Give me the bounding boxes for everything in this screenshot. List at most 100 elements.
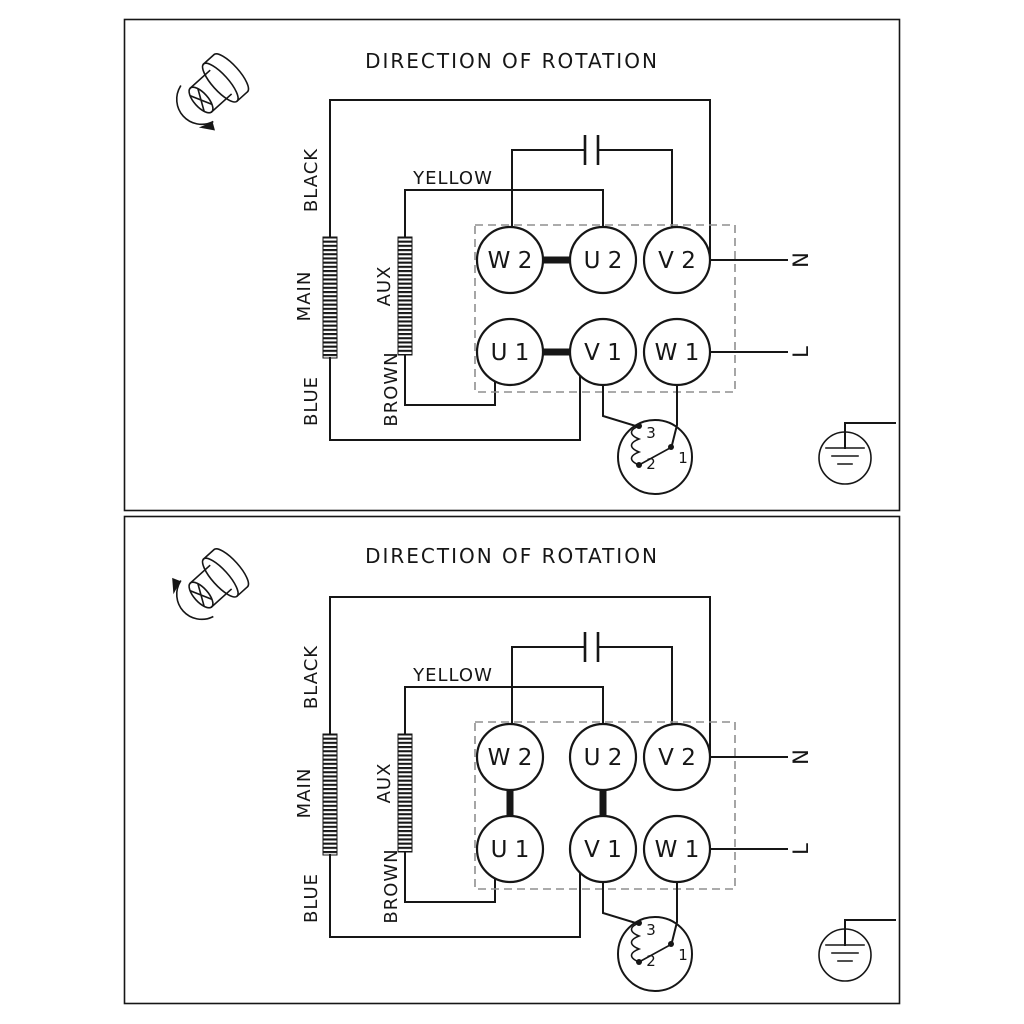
terminal-u1-label: U 1 <box>491 340 530 366</box>
thermal-lead-w1 <box>670 881 678 944</box>
thermal-switch-outline <box>617 419 693 495</box>
terminal-board-outline <box>474 721 736 890</box>
capacitor-lead-left <box>511 149 586 228</box>
capacitor-lead-right <box>597 149 673 229</box>
thermal-switch-blade <box>637 446 672 467</box>
panel-rotation-direction-1: DIRECTION OF ROTATION <box>123 18 901 512</box>
label-brown: BROWN <box>381 351 402 426</box>
label-line: L <box>789 346 813 358</box>
thermal-contact-2-label: 2 <box>646 455 656 473</box>
ground-circle <box>818 431 872 485</box>
rotation-arrow-arc <box>176 580 214 621</box>
ground-lead <box>844 919 896 946</box>
thermal-coil-icon <box>630 921 642 964</box>
wire-brown <box>404 354 496 406</box>
label-line: L <box>789 843 813 855</box>
thermal-coil-icon <box>630 424 642 467</box>
capacitor-lead-left <box>511 646 586 725</box>
shaft-body <box>189 69 233 114</box>
panel-title: DIRECTION OF ROTATION <box>365 544 659 568</box>
terminal-v2 <box>642 225 712 295</box>
shaft-face-x-mark <box>189 88 213 112</box>
terminal-u1-label: U 1 <box>491 837 530 863</box>
wiring-diagram-bottom: DIRECTION OF ROTATION <box>123 515 901 1005</box>
terminal-w1-label: W 1 <box>655 340 700 366</box>
terminal-v2-label: V 2 <box>658 248 696 274</box>
label-aux: AUX <box>374 266 395 307</box>
thermal-contact-dot-3 <box>636 920 642 926</box>
terminal-u2-label: U 2 <box>584 248 623 274</box>
terminal-w2 <box>475 225 545 295</box>
wiring-diagram-top: DIRECTION OF ROTATION <box>123 18 901 512</box>
terminal-w2 <box>475 722 545 792</box>
rotation-arrow-head-icon <box>198 121 215 131</box>
terminal-u2-label: U 2 <box>584 745 623 771</box>
wire-yellow <box>404 189 604 238</box>
panel-rotation-direction-2: DIRECTION OF ROTATION <box>123 515 901 1005</box>
aux-winding-coil <box>397 733 413 853</box>
thermal-switch-outline <box>617 916 693 992</box>
thermal-contact-dot-1 <box>668 941 674 947</box>
thermal-contact-dot-3 <box>636 423 642 429</box>
ground-bars-icon <box>825 447 865 465</box>
wire-black <box>329 99 711 261</box>
main-winding-coil <box>322 236 338 359</box>
panel-border <box>123 18 901 512</box>
terminal-w1-label: W 1 <box>655 837 700 863</box>
thermal-contact-dot-2 <box>636 462 642 468</box>
ground-circle <box>818 928 872 982</box>
thermal-overload-switch: 3 2 1 <box>602 881 693 992</box>
label-neutral: N <box>789 749 813 765</box>
motor-flange <box>201 557 239 598</box>
terminal-u1 <box>475 317 545 387</box>
capacitor-icon <box>583 135 600 165</box>
wire-blue <box>329 357 581 441</box>
label-black: BLACK <box>301 645 322 709</box>
thermal-switch-blade <box>637 943 672 964</box>
terminal-u1 <box>475 814 545 884</box>
thermal-overload-switch: 3 2 1 <box>602 384 693 495</box>
wire-brown <box>404 851 496 903</box>
main-winding-coil <box>322 733 338 856</box>
label-main: MAIN <box>294 768 315 819</box>
capacitor-icon <box>583 632 600 662</box>
terminal-v1-label: V 1 <box>584 340 622 366</box>
earth-ground-symbol <box>818 422 896 485</box>
thermal-lead-v1 <box>602 384 641 429</box>
rotation-arrow-head-icon <box>172 577 181 595</box>
ground-lead <box>844 422 896 449</box>
label-brown: BROWN <box>381 848 402 923</box>
rotation-arrow-arc <box>176 85 214 126</box>
thermal-lead-w1 <box>670 384 678 447</box>
label-main: MAIN <box>294 271 315 322</box>
motor-shaft-icon <box>176 53 250 131</box>
thermal-contact-3-label: 3 <box>646 424 656 442</box>
ground-bars-icon <box>825 944 865 962</box>
shaft-face <box>188 581 214 609</box>
motor-back <box>202 548 250 598</box>
thermal-contact-dot-1 <box>668 444 674 450</box>
label-blue: BLUE <box>301 873 322 923</box>
thermal-contact-dot-2 <box>636 959 642 965</box>
shaft-body <box>189 564 233 609</box>
capacitor-lead-right <box>597 646 673 726</box>
label-aux: AUX <box>374 763 395 804</box>
motor-shaft-icon <box>172 548 250 621</box>
terminal-v2 <box>642 722 712 792</box>
label-neutral: N <box>789 252 813 268</box>
motor-back <box>202 53 250 103</box>
label-blue: BLUE <box>301 376 322 426</box>
label-yellow: YELLOW <box>412 168 493 189</box>
thermal-contact-2-label: 2 <box>646 952 656 970</box>
terminal-w2-label: W 2 <box>488 745 533 771</box>
earth-ground-symbol <box>818 919 896 982</box>
wire-black <box>329 596 711 758</box>
thermal-contact-3-label: 3 <box>646 921 656 939</box>
thermal-contact-1-label: 1 <box>678 946 688 964</box>
terminal-v1-label: V 1 <box>584 837 622 863</box>
terminal-v2-label: V 2 <box>658 745 696 771</box>
panel-title: DIRECTION OF ROTATION <box>365 49 659 73</box>
shaft-face-x-mark <box>189 583 213 607</box>
shaft-face <box>188 86 214 114</box>
